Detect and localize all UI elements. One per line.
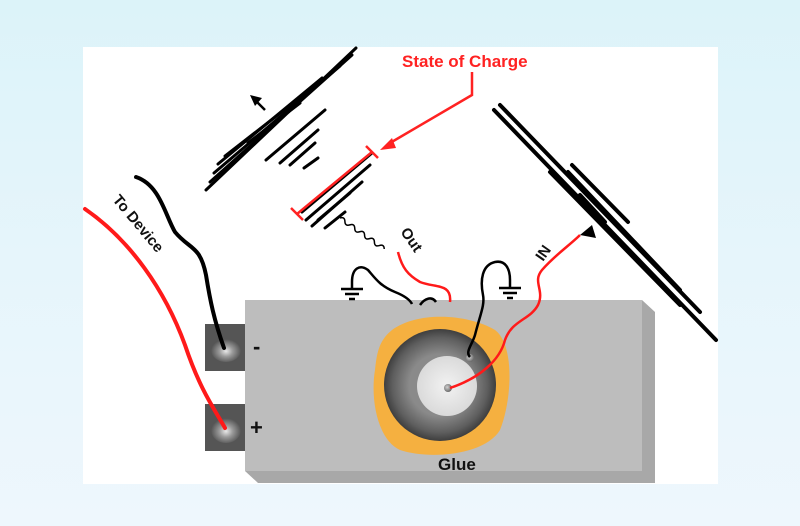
outgoing-wave-bundle [204,46,358,192]
black-wire-loop [418,297,438,306]
inner-contact [444,384,452,392]
to-device-label: To Device [109,192,167,256]
in-arrow-icon [580,225,596,238]
outgoing-arrow-icon [250,95,266,111]
wave-tail [339,216,385,250]
positive-terminal-label: + [250,415,263,440]
measured-wave-bundle [300,151,374,230]
state-of-charge-marker [290,145,379,221]
black-ground-wire-right [467,260,512,358]
annotation-arrow-icon [380,138,396,150]
ground-icon [499,280,521,300]
out-label: Out [397,225,426,256]
black-ground-wire-left [350,266,414,305]
incoming-wave-bundle [492,103,718,342]
negative-terminal-label: - [253,334,260,359]
red-device-wire [83,207,227,430]
red-out-wire [396,251,452,303]
black-device-wire [134,175,226,350]
state-of-charge-label: State of Charge [402,52,528,71]
annotation-leader [389,72,474,145]
ground-icon [341,282,363,301]
red-in-wire [449,234,581,390]
glue-label: Glue [438,455,476,474]
